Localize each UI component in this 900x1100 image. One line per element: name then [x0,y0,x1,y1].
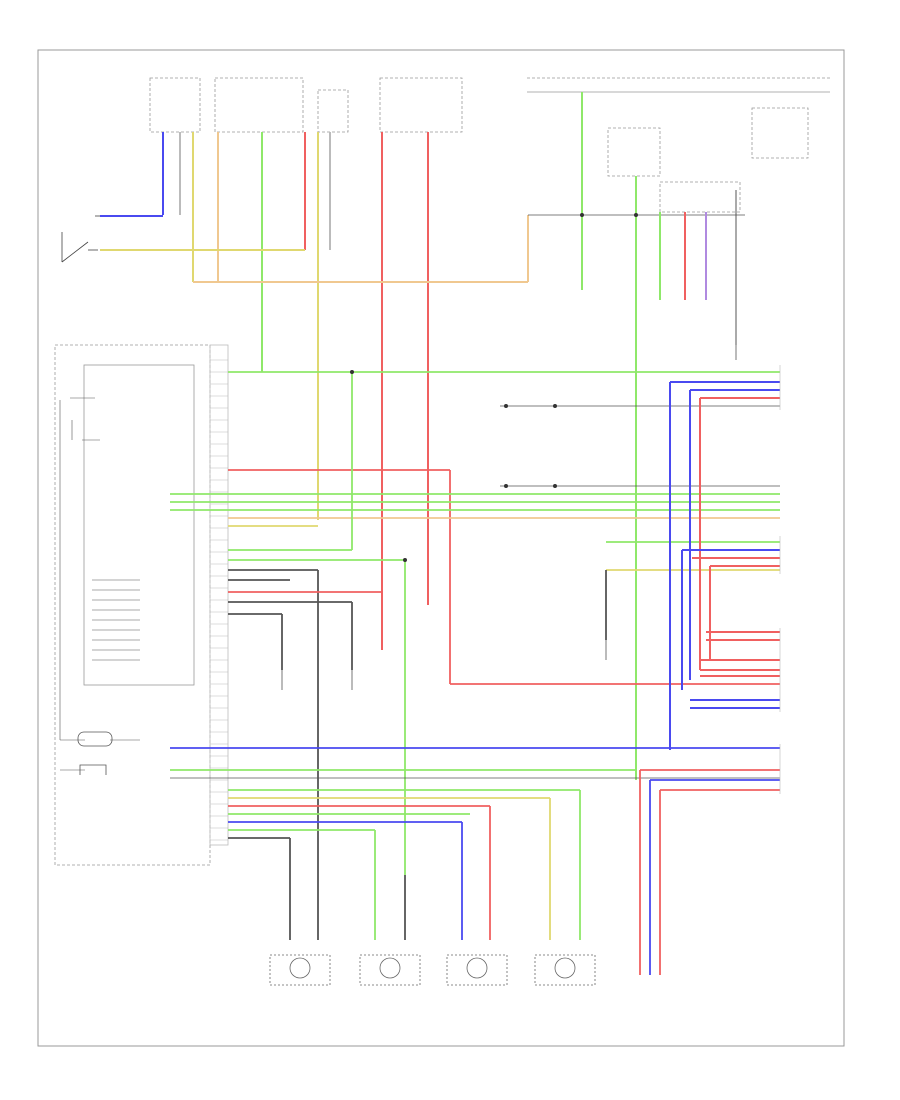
main-harness [170,371,780,875]
wheel-sensor-symbol [466,957,488,979]
fuse-box-group [149,77,830,213]
splice-dot [350,370,354,374]
ground-symbols [281,345,737,690]
wheel-sensor-symbol [554,957,576,979]
module-internal-wiring [59,397,140,771]
splice-dots [350,213,638,562]
sensor-stubs [289,875,581,940]
wheel-sensor-symbol [289,957,311,979]
wheel-sensor-symbol [446,954,508,986]
switch-wires [100,214,745,283]
right-top-wires [581,92,737,780]
right-bundles [669,381,780,750]
splice-dot [504,484,508,488]
splice-dot [634,213,638,217]
resistor-symbol [77,731,113,747]
relay-symbol [79,764,107,775]
switch-symbol [61,215,105,263]
splice-dot [553,404,557,408]
wheel-sensor-symbol [534,954,596,986]
connector-pins [210,359,228,841]
wheel-sensor-symbol [379,957,401,979]
control-module [54,344,229,866]
wheel-sensor-symbol [359,954,421,986]
sensor-bundle [170,747,780,975]
splice-dot [553,484,557,488]
diagram-frame [37,49,845,1047]
wheel-sensor-symbol [269,954,331,986]
top-wires [162,132,429,650]
splice-dot [580,213,584,217]
splice-dot [504,404,508,408]
wheel-sensors [269,954,596,986]
splice-dot [403,558,407,562]
